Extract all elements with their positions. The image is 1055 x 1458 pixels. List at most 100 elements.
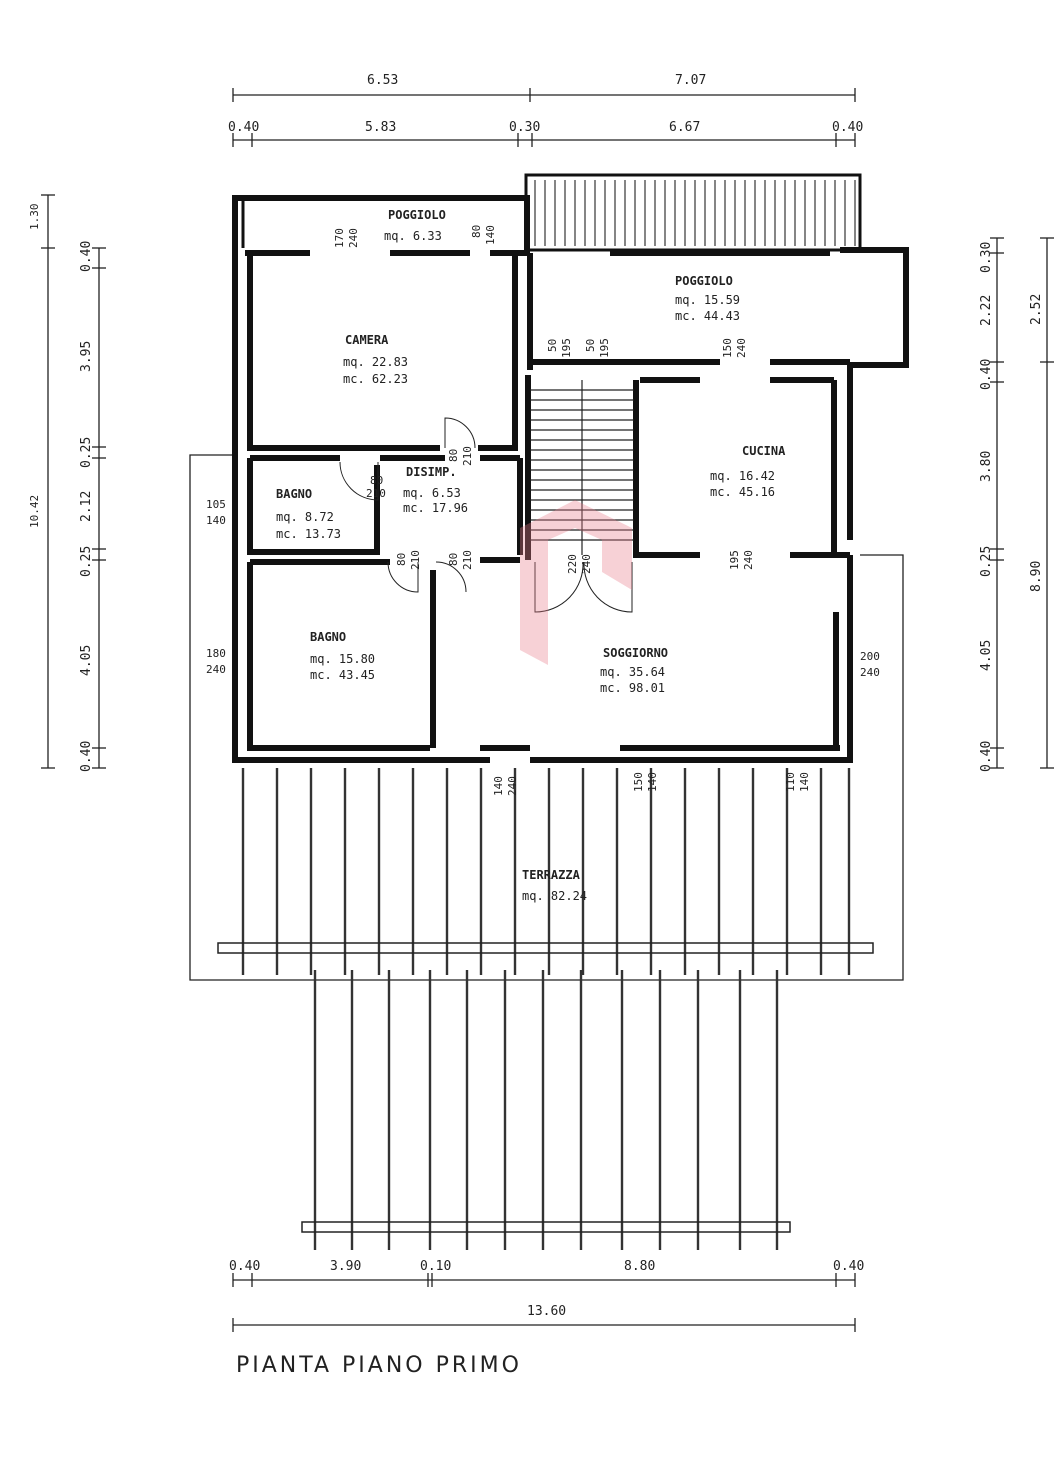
- watermark-logo: [520, 500, 632, 665]
- opening-o15-w: 140: [492, 776, 505, 796]
- dim-right-d6: 4.05: [979, 640, 994, 671]
- opening-o17-h: 140: [798, 772, 811, 792]
- walls: [232, 195, 909, 763]
- dim-right-d5: 0.25: [979, 546, 994, 577]
- dim-right-o2: 8.90: [1029, 561, 1044, 592]
- room-volume: mc. 13.73: [276, 527, 341, 541]
- dim-right-d7: 0.40: [979, 741, 994, 772]
- room-area: mq. 6.33: [384, 229, 442, 243]
- dim-bottom-d4: 8.80: [624, 1259, 655, 1274]
- top-dimensions: [232, 88, 856, 147]
- dim-left-overall: 10.42: [28, 495, 41, 528]
- opening-tags: 170 240 80 140 50 195 50 195 150 240 80 …: [206, 225, 880, 796]
- plan-title: PIANTA PIANO PRIMO: [236, 1353, 522, 1378]
- right-dimensions: [990, 237, 1054, 769]
- room-name: CAMERA: [345, 333, 389, 347]
- room-area: mq. 35.64: [600, 665, 665, 679]
- opening-o16-h: 140: [646, 772, 659, 792]
- dim-left-d5: 0.25: [79, 546, 94, 577]
- opening-o7-w: 80: [370, 474, 383, 487]
- room-camera: CAMERA mq. 22.83 mc. 62.23: [343, 333, 408, 386]
- opening-o11-w: 180: [206, 647, 226, 660]
- dim-right-d1: 0.30: [979, 242, 994, 273]
- room-poggiolo-right: POGGIOLO mq. 15.59 mc. 44.43: [675, 274, 740, 323]
- room-volume: mc. 44.43: [675, 309, 740, 323]
- room-volume: mc. 98.01: [600, 681, 665, 695]
- opening-o5-w: 150: [721, 338, 734, 358]
- left-dimensions: [41, 194, 106, 769]
- dim-left-d1: 0.40: [79, 241, 94, 272]
- staircase: [530, 380, 634, 555]
- room-volume: mc. 45.16: [710, 485, 775, 499]
- room-area: mq. 16.42: [710, 469, 775, 483]
- room-name: SOGGIORNO: [603, 646, 668, 660]
- opening-o3-h: 195: [560, 338, 573, 358]
- opening-o13-h: 240: [742, 550, 755, 570]
- dim-bottom-d5: 0.40: [833, 1259, 864, 1274]
- opening-o15-h: 240: [506, 776, 519, 796]
- dim-bottom-d1: 0.40: [229, 1259, 260, 1274]
- dim-left-d6: 4.05: [79, 645, 94, 676]
- dim-left-d2: 3.95: [79, 341, 94, 372]
- dim-left-d4: 2.12: [79, 491, 94, 522]
- opening-o3-w: 50: [546, 339, 559, 352]
- opening-o10-h: 140: [206, 514, 226, 527]
- opening-o10-w: 105: [206, 498, 226, 511]
- opening-o4-w: 50: [584, 339, 597, 352]
- opening-o6-w: 80: [447, 449, 460, 462]
- room-area: mq. 6.53: [403, 486, 461, 500]
- pergola: [217, 768, 874, 1250]
- opening-o8-w: 80: [395, 553, 408, 566]
- room-area: mq. 8.72: [276, 510, 334, 524]
- room-area: mq. 15.80: [310, 652, 375, 666]
- room-volume: mc. 17.96: [403, 501, 468, 515]
- room-name: POGGIOLO: [675, 274, 733, 288]
- room-name: DISIMP.: [406, 465, 457, 479]
- balcony-railing: [524, 173, 862, 252]
- dim-left-top: 1.30: [28, 204, 41, 231]
- dim-right-d3: 0.40: [979, 359, 994, 390]
- opening-o4-h: 195: [598, 338, 611, 358]
- room-volume: mc. 62.23: [343, 372, 408, 386]
- room-name: BAGNO: [276, 487, 312, 501]
- bottom-dimensions: [232, 1273, 856, 1332]
- room-poggiolo-top: POGGIOLO mq. 6.33: [384, 208, 446, 243]
- room-name: TERRAZZA: [522, 868, 581, 882]
- dim-right-d2: 2.22: [979, 295, 994, 326]
- room-cucina: CUCINA mq. 16.42 mc. 45.16: [710, 444, 786, 499]
- opening-o8-h: 210: [409, 550, 422, 570]
- opening-o12-w: 200: [860, 650, 880, 663]
- opening-o9-h: 210: [461, 550, 474, 570]
- opening-o2-h: 140: [484, 225, 497, 245]
- room-name: POGGIOLO: [388, 208, 446, 222]
- dim-top-d5: 0.40: [832, 120, 863, 135]
- room-area: mq. 22.83: [343, 355, 408, 369]
- dim-top-d4: 6.67: [669, 120, 700, 135]
- room-volume: mc. 43.45: [310, 668, 375, 682]
- opening-o2-w: 80: [470, 225, 483, 238]
- dim-left-d3: 0.25: [79, 437, 94, 468]
- dim-bottom-overall: 13.60: [527, 1304, 566, 1319]
- opening-o17-w: 110: [784, 772, 797, 792]
- dim-top-2: 7.07: [675, 73, 706, 88]
- opening-o9-w: 80: [447, 553, 460, 566]
- opening-o6-h: 210: [461, 446, 474, 466]
- dim-right-o1: 2.52: [1029, 294, 1044, 325]
- dim-top-d2: 5.83: [365, 120, 396, 135]
- dim-top-d1: 0.40: [228, 120, 259, 135]
- room-terrazza: TERRAZZA mq. 82.24: [522, 868, 587, 903]
- terrace-outline: [189, 454, 904, 981]
- room-bagno-large: BAGNO mq. 15.80 mc. 43.45: [310, 630, 375, 682]
- room-bagno-small: BAGNO mq. 8.72 mc. 13.73: [276, 487, 341, 541]
- room-disimp: DISIMP. mq. 6.53 mc. 17.96: [403, 465, 468, 515]
- opening-o5-h: 240: [735, 338, 748, 358]
- room-area: mq. 82.24: [522, 889, 587, 903]
- dim-bottom-d2: 3.90: [330, 1259, 361, 1274]
- dim-left-d7: 0.40: [79, 741, 94, 772]
- opening-o14-w: 220: [566, 554, 579, 574]
- opening-o12-h: 240: [860, 666, 880, 679]
- opening-o13-w: 195: [728, 550, 741, 570]
- opening-o16-w: 150: [632, 772, 645, 792]
- opening-o7-h: 210: [366, 487, 386, 500]
